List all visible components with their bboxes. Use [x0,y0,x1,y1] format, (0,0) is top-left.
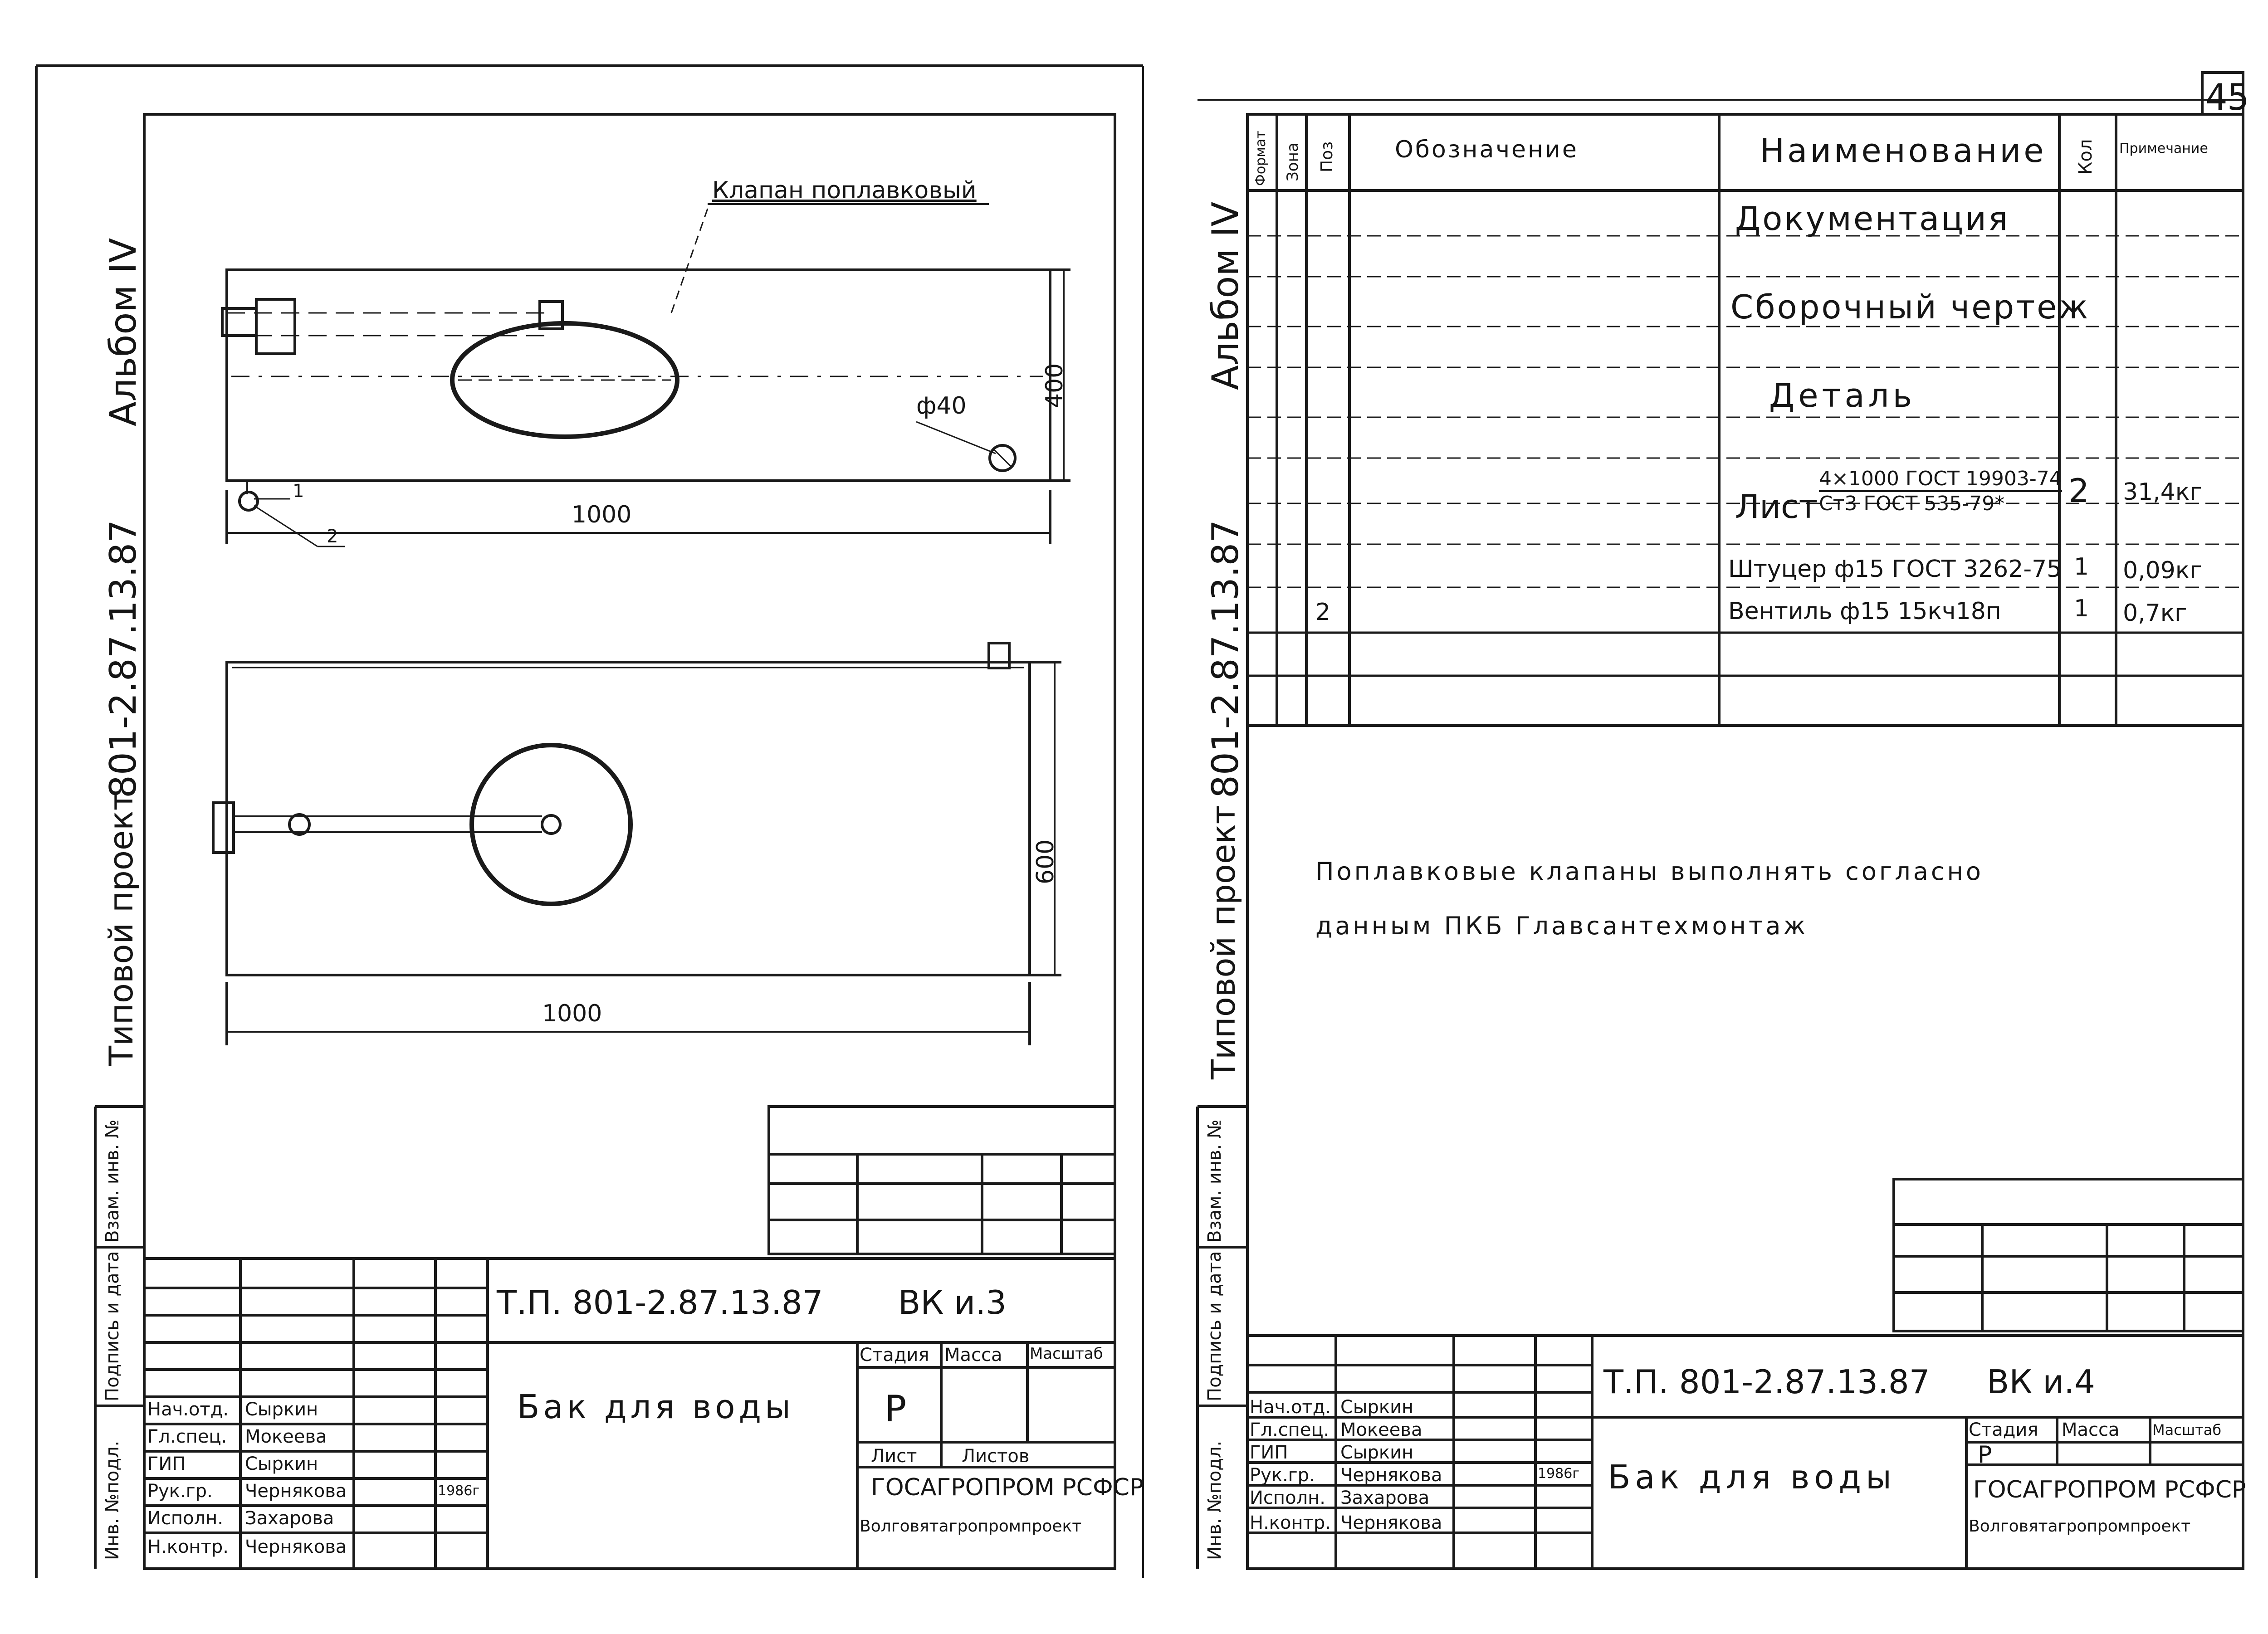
page-number: 45 [2205,76,2249,118]
left-staff-name-4: Чернякова [245,1481,347,1502]
right-stamp-replace: Взам. инв. № [1204,1119,1225,1243]
right-stamp-inv: Инв. №подл. [1204,1440,1225,1560]
left-tb-scale-header: Масштаб [1030,1345,1103,1363]
left-stamp-sign: Подпись и дата [102,1251,123,1401]
left-stamp-replace: Взам. инв. № [102,1119,123,1243]
spec-row-sheet-top: 4×1000 ГОСТ 19903-74 [1819,467,2062,492]
spec-row-sheet-bottom: Ст3 ГОСТ 535-79* [1819,492,2005,515]
float-circle [469,743,633,906]
leader-2: 2 [327,526,338,547]
spec-row-fitting-qty: 1 [2074,553,2089,580]
right-tb-mass-header: Масса [2062,1419,2120,1440]
left-tb-stage: Р [885,1388,907,1430]
left-side-project-type: Типовой проект [102,791,140,1066]
right-staff-name-6: Чернякова [1340,1512,1442,1533]
spec-row-detail: Деталь [1769,376,1916,415]
left-tb-code: ВК и.3 [898,1283,1007,1322]
leader-1: 1 [293,481,304,502]
spec-header-name: Наименование [1760,132,2047,170]
right-tb-name: Бак для воды [1608,1458,1897,1496]
left-staff-name-6: Чернякова [245,1536,347,1557]
left-tb-sheets: Листов [962,1446,1030,1467]
spec-row-valve-pos: 2 [1315,599,1331,626]
left-side-project-code: 801-2.87.13.87 [102,519,144,798]
left-sheet-frame [143,113,1116,1570]
right-staff-role-5: Исполн. [1250,1488,1325,1508]
spec-header-pos: Поз [1318,141,1336,172]
right-staff-role-3: ГИП [1250,1442,1288,1463]
right-tb-year: 1986г [1538,1466,1580,1482]
left-tb-designation: Т.П. 801-2.87.13.87 [497,1283,823,1322]
spec-row-assembly: Сборочный чертеж [1730,288,2090,326]
dim-bottom-width: 1000 [542,1000,602,1027]
right-staff-role-1: Нач.отд. [1250,1397,1331,1418]
left-staff-role-3: ГИП [147,1454,186,1474]
note-line-1: Поплавковые клапаны выполнять согласно [1315,857,1984,886]
page-number-box [2201,71,2244,116]
right-tb-designation: Т.П. 801-2.87.13.87 [1603,1363,1930,1401]
right-tb-scale-header: Масштаб [2152,1421,2222,1439]
left-staff-role-4: Рук.гр. [147,1481,213,1502]
spec-row-fitting: Штуцер ф15 ГОСТ 3262-75 [1728,556,2062,583]
left-staff-name-1: Сыркин [245,1399,318,1420]
spec-row-fitting-note: 0,09кг [2123,557,2202,584]
note-line-2: данным ПКБ Главсантехмонтаж [1315,912,1809,940]
dim-top-width: 1000 [572,501,632,528]
top-tank-body [225,268,1051,482]
left-staff-role-5: Исполн. [147,1508,223,1529]
spec-header-qty: Кол [2075,139,2096,175]
right-staff-role-2: Гл.спец. [1250,1419,1330,1440]
right-side-project-type: Типовой проект [1204,805,1242,1079]
spec-header-format: Формат [1253,131,1269,186]
dim-bottom-height: 600 [1032,839,1059,884]
spec-row-sheet-qty: 2 [2068,472,2089,510]
left-staff-role-2: Гл.спец. [147,1426,227,1447]
right-staff-name-4: Чернякова [1340,1465,1442,1486]
left-staff-role-6: Н.контр. [147,1536,229,1557]
right-staff-name-1: Сыркин [1340,1397,1414,1418]
dim-top-height: 400 [1041,363,1068,408]
spec-header-designation: Обозначение [1395,136,1579,163]
right-tb-stage: Р [1978,1441,1992,1468]
callout-float-valve: Клапан поплавковый [712,177,977,204]
left-side-album: Альбом IV [102,238,144,426]
spec-row-documentation: Документация [1735,200,2010,238]
bottom-tank-body [225,661,1031,976]
left-tb-org2: Волговятагропромпроект [860,1517,1082,1536]
right-tb-org2: Волговятагропромпроект [1969,1517,2191,1536]
spec-header-zone: Зона [1284,142,1302,181]
right-staff-role-6: Н.контр. [1250,1512,1331,1533]
right-staff-name-2: Мокеева [1340,1419,1422,1440]
right-staff-role-4: Рук.гр. [1250,1465,1315,1486]
right-sheet-frame [1246,113,2244,1570]
right-tb-org1: ГОСАГРОПРОМ РСФСР [1973,1476,2246,1503]
spec-row-valve-qty: 1 [2074,595,2089,622]
right-staff-name-5: Захарова [1340,1488,1430,1508]
left-staff-name-3: Сыркин [245,1454,318,1474]
left-staff-name-2: Мокеева [245,1426,327,1447]
left-tb-mass-header: Масса [944,1345,1002,1366]
right-stamp-sign: Подпись и дата [1204,1251,1225,1401]
float-ellipse [450,321,679,439]
left-staff-name-5: Захарова [245,1508,334,1529]
left-tb-sheet: Лист [871,1446,917,1467]
spec-row-valve: Вентиль ф15 15кч18п [1728,598,2001,625]
dim-pipe-diameter: ф40 [916,392,967,419]
left-staff-role-1: Нач.отд. [147,1399,229,1420]
left-tb-name: Бак для воды [517,1388,795,1426]
right-tb-stage-header: Стадия [1969,1419,2038,1440]
left-stamp-inv: Инв. №подл. [102,1440,123,1560]
left-tb-org1: ГОСАГРОПРОМ РСФСР [871,1474,1144,1501]
spec-header-note: Примечание [2119,141,2208,156]
spec-row-valve-note: 0,7кг [2123,600,2187,627]
right-side-project-code: 801-2.87.13.87 [1204,519,1246,798]
left-tb-stage-header: Стадия [860,1345,929,1366]
right-side-album: Альбом IV [1204,201,1246,390]
spec-row-sheet-prefix: Лист [1735,488,1818,526]
left-tb-year: 1986г [438,1483,480,1499]
right-tb-code: ВК и.4 [1987,1363,2095,1401]
right-staff-name-3: Сыркин [1340,1442,1414,1463]
spec-row-sheet-note: 31,4кг [2123,478,2202,506]
